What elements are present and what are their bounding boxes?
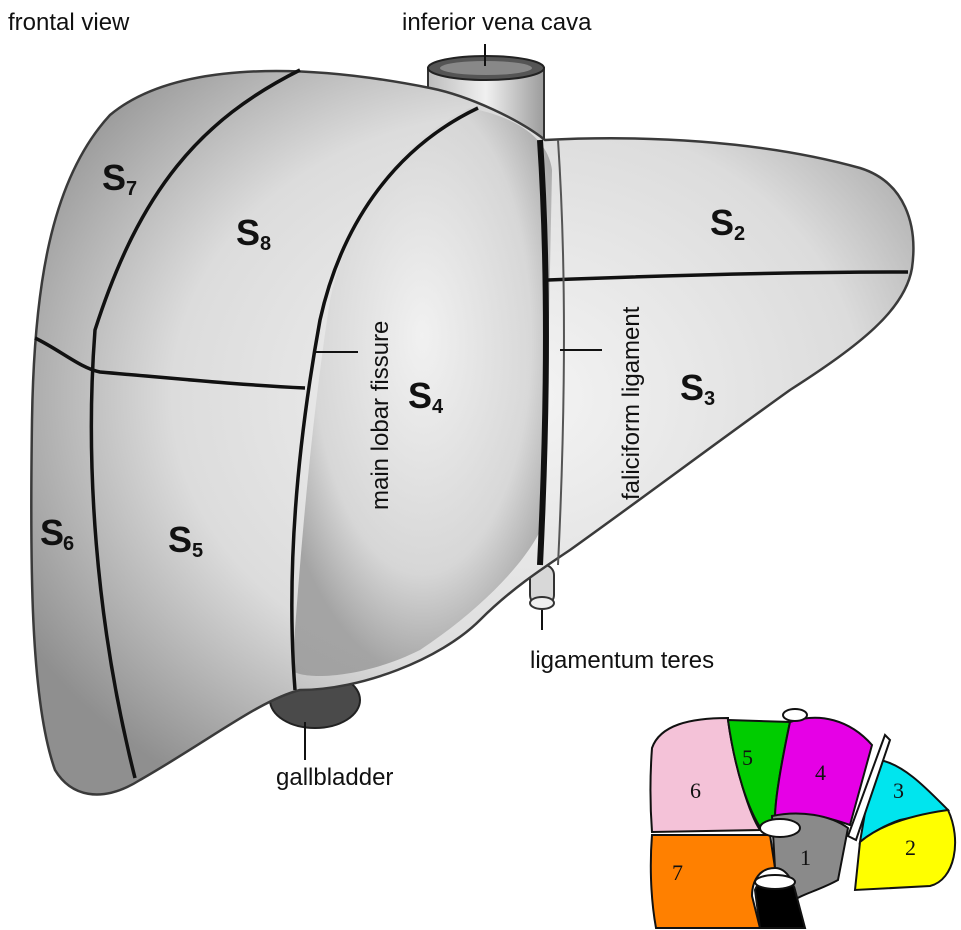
svg-text:S: S (680, 367, 704, 408)
svg-text:6: 6 (63, 533, 74, 555)
svg-text:3: 3 (704, 388, 715, 410)
svg-text:7: 7 (126, 178, 137, 200)
inset-label-3: 3 (893, 778, 904, 803)
svg-text:S: S (408, 375, 432, 416)
ligamentum-teres-label: ligamentum teres (530, 647, 714, 674)
svg-text:S: S (102, 157, 126, 198)
inset-label-6: 6 (690, 778, 701, 803)
frontal-view-label: frontal view (8, 9, 130, 36)
svg-text:S: S (168, 519, 192, 560)
inset-label-2: 2 (905, 835, 916, 860)
svg-text:S: S (236, 212, 260, 253)
svg-text:2: 2 (734, 223, 745, 245)
svg-text:5: 5 (192, 540, 203, 562)
inset-segment-map (651, 709, 956, 928)
svg-text:S: S (710, 202, 734, 243)
svg-text:8: 8 (260, 233, 271, 255)
gallbladder-label: gallbladder (276, 764, 393, 791)
inset-label-7: 7 (672, 860, 683, 885)
inset-label-5: 5 (742, 745, 753, 770)
inset-label-1: 1 (800, 845, 811, 870)
falciform-ligament-label: faliciform ligament (618, 306, 645, 500)
inset-label-4: 4 (815, 760, 826, 785)
main-lobar-fissure-label: main lobar fissure (367, 321, 394, 510)
svg-text:4: 4 (432, 396, 444, 418)
ivc-label: inferior vena cava (402, 9, 592, 36)
svg-text:S: S (40, 512, 64, 553)
